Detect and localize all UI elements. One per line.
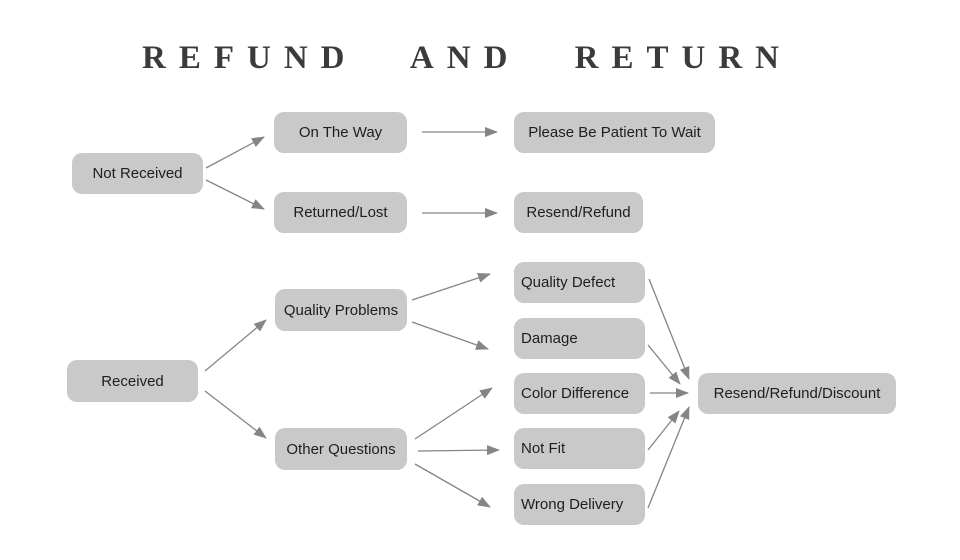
edge-quality-defect-to-resend-refund-discount <box>648 278 690 380</box>
edge-other-questions-to-not-fit <box>417 445 500 456</box>
edge-other-questions-to-wrong-delivery <box>414 463 491 508</box>
node-label-quality-problems: Quality Problems <box>283 301 399 319</box>
edge-wrong-delivery-to-resend-refund-discount <box>647 406 690 509</box>
edge-quality-problems-to-damage <box>411 321 489 350</box>
edge-damage-to-resend-refund-discount <box>647 344 681 385</box>
node-label-not-received: Not Received <box>92 165 183 182</box>
node-other-questions: Other Questions <box>275 428 407 470</box>
node-label-color-difference: Color Difference <box>521 385 630 402</box>
node-resend-refund: Resend/Refund <box>514 192 643 233</box>
edge-not-received-to-returned-lost <box>205 179 265 210</box>
edge-other-questions-to-color-difference <box>414 387 493 440</box>
node-returned-lost: Returned/Lost <box>274 192 407 233</box>
edge-not-received-to-on-the-way <box>205 136 265 169</box>
node-wrong-delivery: Wrong Delivery <box>514 484 645 525</box>
node-please-be-patient: Please Be Patient To Wait <box>514 112 715 153</box>
node-label-returned-lost: Returned/Lost <box>293 204 388 221</box>
edge-received-to-other-questions <box>204 390 267 439</box>
node-resend-refund-discount: Resend/Refund/Discount <box>698 373 896 414</box>
node-label-please-be-patient: Please Be Patient To Wait <box>528 124 701 141</box>
node-color-difference: Color Difference <box>514 373 645 414</box>
node-label-received: Received <box>101 372 164 390</box>
edge-not-fit-to-resend-refund-discount <box>647 410 680 451</box>
edge-quality-problems-to-quality-defect <box>411 273 491 301</box>
page-title: REFUND AND RETURN <box>141 40 793 76</box>
node-damage: Damage <box>514 318 645 359</box>
node-not-fit: Not Fit <box>514 428 645 469</box>
node-label-resend-refund-discount: Resend/Refund/Discount <box>713 385 881 402</box>
node-not-received: Not Received <box>72 153 203 194</box>
node-label-damage: Damage <box>521 330 578 347</box>
node-quality-problems: Quality Problems <box>275 289 407 331</box>
node-label-wrong-delivery: Wrong Delivery <box>521 496 624 513</box>
node-label-quality-defect: Quality Defect <box>521 274 616 291</box>
node-received: Received <box>67 360 198 402</box>
node-on-the-way: On The Way <box>274 112 407 153</box>
node-quality-defect: Quality Defect <box>514 262 645 303</box>
node-label-resend-refund: Resend/Refund <box>526 204 631 221</box>
node-label-not-fit: Not Fit <box>521 440 566 457</box>
edge-received-to-quality-problems <box>204 319 267 372</box>
node-label-other-questions: Other Questions <box>286 440 396 458</box>
node-label-on-the-way: On The Way <box>298 124 383 141</box>
